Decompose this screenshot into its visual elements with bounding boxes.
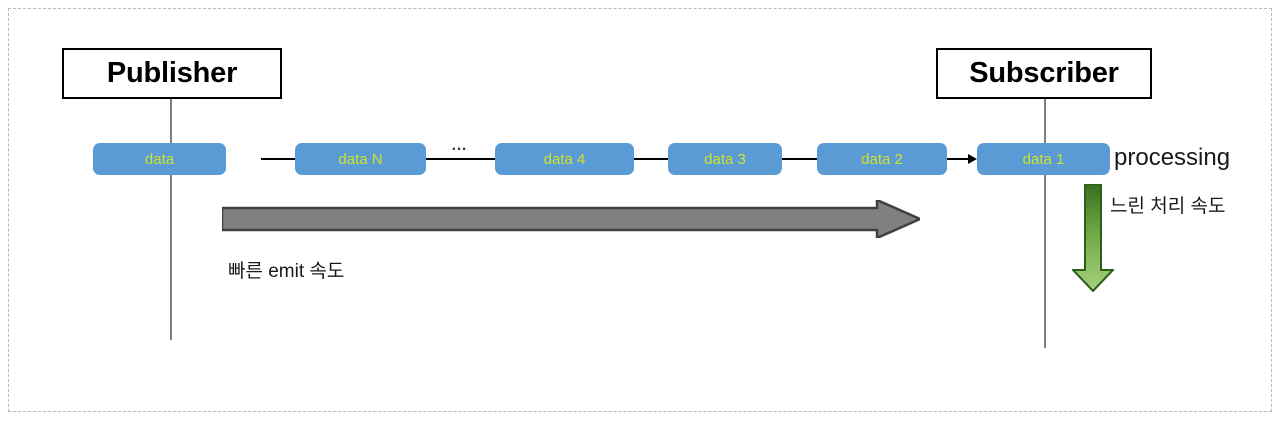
processing-speed-label: 느린 처리 속도 — [1110, 196, 1226, 217]
diagram-frame — [8, 8, 1272, 412]
ellipsis-label: … — [451, 137, 468, 154]
chip-data-2[interactable]: data 2 — [817, 143, 947, 175]
publisher-box[interactable]: Publisher — [62, 48, 282, 99]
chip-data-n[interactable]: data N — [295, 143, 426, 175]
emit-speed-label: 빠른 emit 속도 — [228, 261, 345, 282]
processing-label: processing — [1114, 144, 1231, 171]
publisher-lifeline — [170, 99, 172, 340]
chip-data-2-label: data 2 — [861, 150, 903, 168]
connector-data3-to-data2 — [781, 158, 818, 160]
connector-dataN-to-data4 — [426, 158, 496, 160]
chip-data-label: data — [144, 150, 175, 168]
subscriber-label: Subscriber — [969, 57, 1119, 89]
publisher-label: Publisher — [106, 57, 238, 89]
connector-data-to-dataN — [261, 158, 296, 160]
chip-data[interactable]: data — [93, 143, 226, 175]
chip-data-1-label: data 1 — [1022, 150, 1065, 168]
chip-data-4-label: data 4 — [543, 150, 586, 168]
connector-data2-to-data1 — [946, 158, 972, 160]
chip-data-3-label: data 3 — [704, 150, 746, 168]
subscriber-box[interactable]: Subscriber — [936, 48, 1152, 99]
connector-data4-to-data3 — [633, 158, 669, 160]
chip-data-4[interactable]: data 4 — [495, 143, 634, 175]
connector-arrowhead-icon — [968, 154, 977, 164]
chip-data-n-label: data N — [338, 150, 383, 168]
chip-data-3[interactable]: data 3 — [668, 143, 782, 175]
chip-data-1[interactable]: data 1 — [977, 143, 1110, 175]
subscriber-lifeline — [1044, 99, 1046, 348]
emit-speed-arrow-icon — [220, 198, 924, 240]
processing-speed-arrow-icon — [1070, 183, 1116, 293]
